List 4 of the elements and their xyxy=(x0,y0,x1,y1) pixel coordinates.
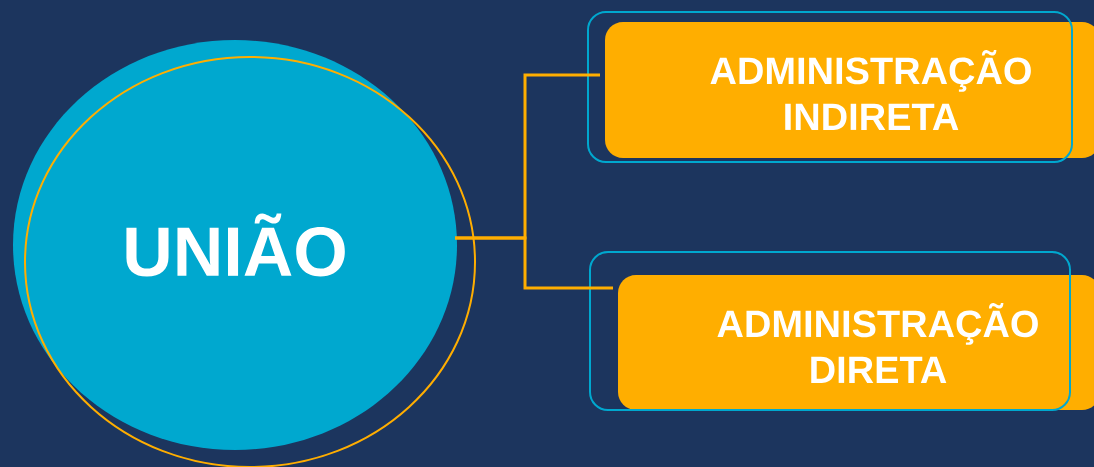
rounded-box: ADMINISTRAÇÃO DIRETA xyxy=(589,251,1094,411)
rounded-box: ADMINISTRAÇÃO INDIRETA xyxy=(587,11,1094,163)
connector-line xyxy=(455,236,613,290)
circle-node: UNIÃO xyxy=(13,40,476,467)
